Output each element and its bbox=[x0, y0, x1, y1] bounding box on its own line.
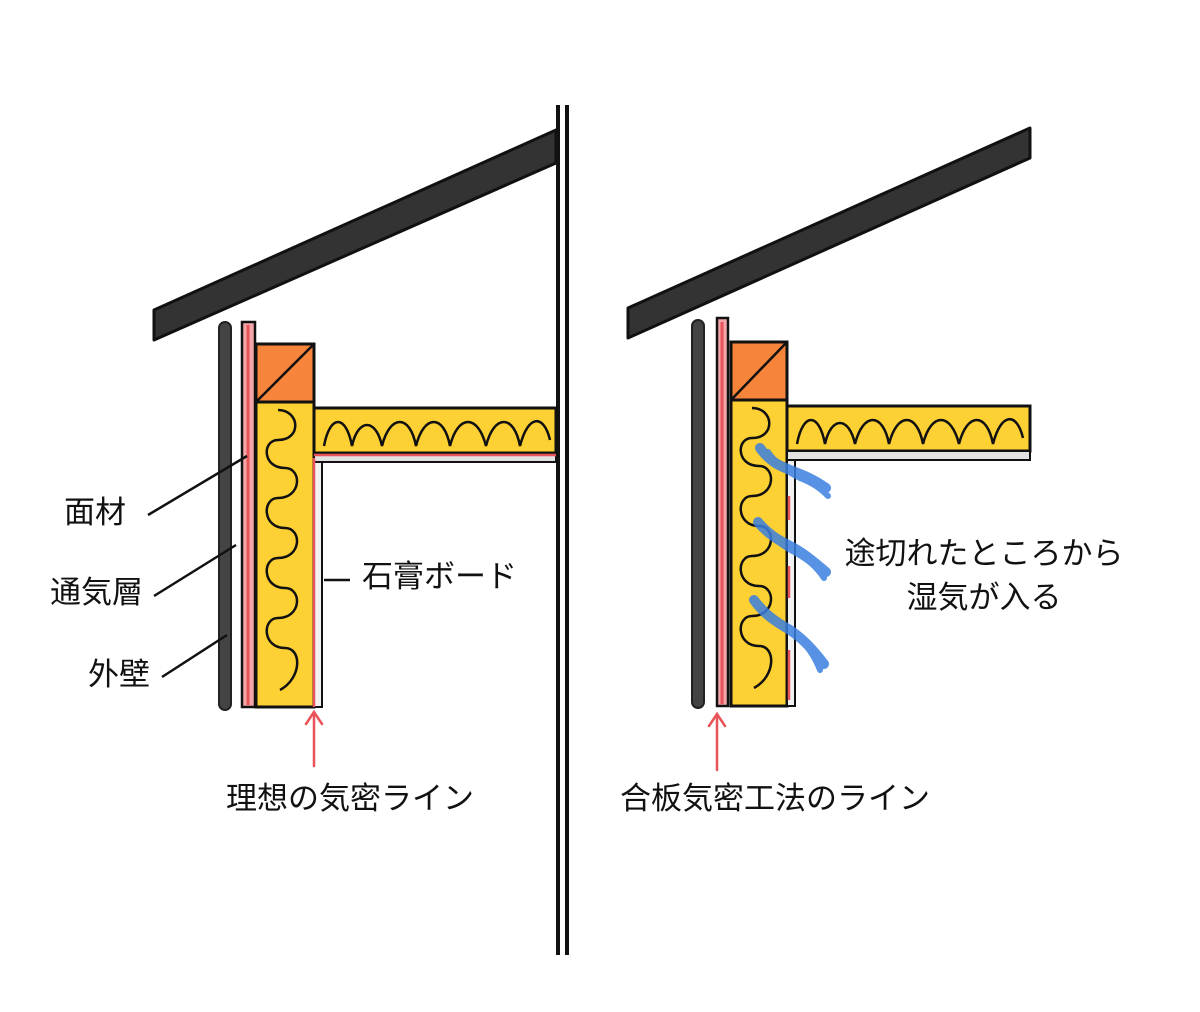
pointer-facing-material bbox=[147, 454, 248, 517]
gypsum-ceiling-right bbox=[786, 450, 1031, 461]
ceiling-insulation-left bbox=[312, 406, 558, 455]
right-panel bbox=[626, 126, 1032, 772]
timber-block-left bbox=[254, 342, 316, 404]
label-moisture-note-line2: 湿気が入る bbox=[906, 580, 1062, 616]
exterior-wall-left bbox=[218, 321, 232, 711]
moisture-streak-3 bbox=[749, 595, 829, 673]
wall-insulation-left bbox=[254, 400, 316, 709]
roof-right bbox=[626, 126, 1032, 340]
left-panel bbox=[147, 128, 558, 768]
label-moisture-note-line1: 途切れたところから bbox=[844, 536, 1124, 572]
timber-block-right bbox=[729, 340, 789, 402]
gypsum-wall-left bbox=[312, 458, 323, 708]
label-gypsum-board: 石膏ボード bbox=[362, 559, 517, 595]
pointer-exterior-wall bbox=[161, 633, 228, 679]
center-divider bbox=[556, 105, 569, 955]
airtight-arrow-right bbox=[707, 711, 727, 772]
label-exterior-wall: 外壁 bbox=[88, 657, 150, 693]
pointer-ventilation-layer bbox=[153, 543, 237, 598]
gypsum-ceiling-left bbox=[313, 452, 557, 463]
exterior-wall-right bbox=[691, 319, 705, 709]
moisture-streak-2 bbox=[753, 517, 831, 581]
moisture-streaks bbox=[749, 443, 831, 673]
label-facing-material: 面材 bbox=[64, 495, 126, 531]
gypsum-wall-right bbox=[786, 459, 796, 707]
label-ideal-airtight-line: 理想の気密ライン bbox=[226, 781, 474, 817]
moisture-streak-1 bbox=[755, 443, 831, 499]
label-plywood-airtight-line: 合板気密工法のライン bbox=[620, 781, 930, 817]
airtight-arrow-left bbox=[304, 709, 324, 768]
roof-left bbox=[152, 128, 558, 342]
ceiling-insulation-right bbox=[785, 404, 1032, 453]
label-ventilation-layer: 通気層 bbox=[50, 575, 143, 611]
